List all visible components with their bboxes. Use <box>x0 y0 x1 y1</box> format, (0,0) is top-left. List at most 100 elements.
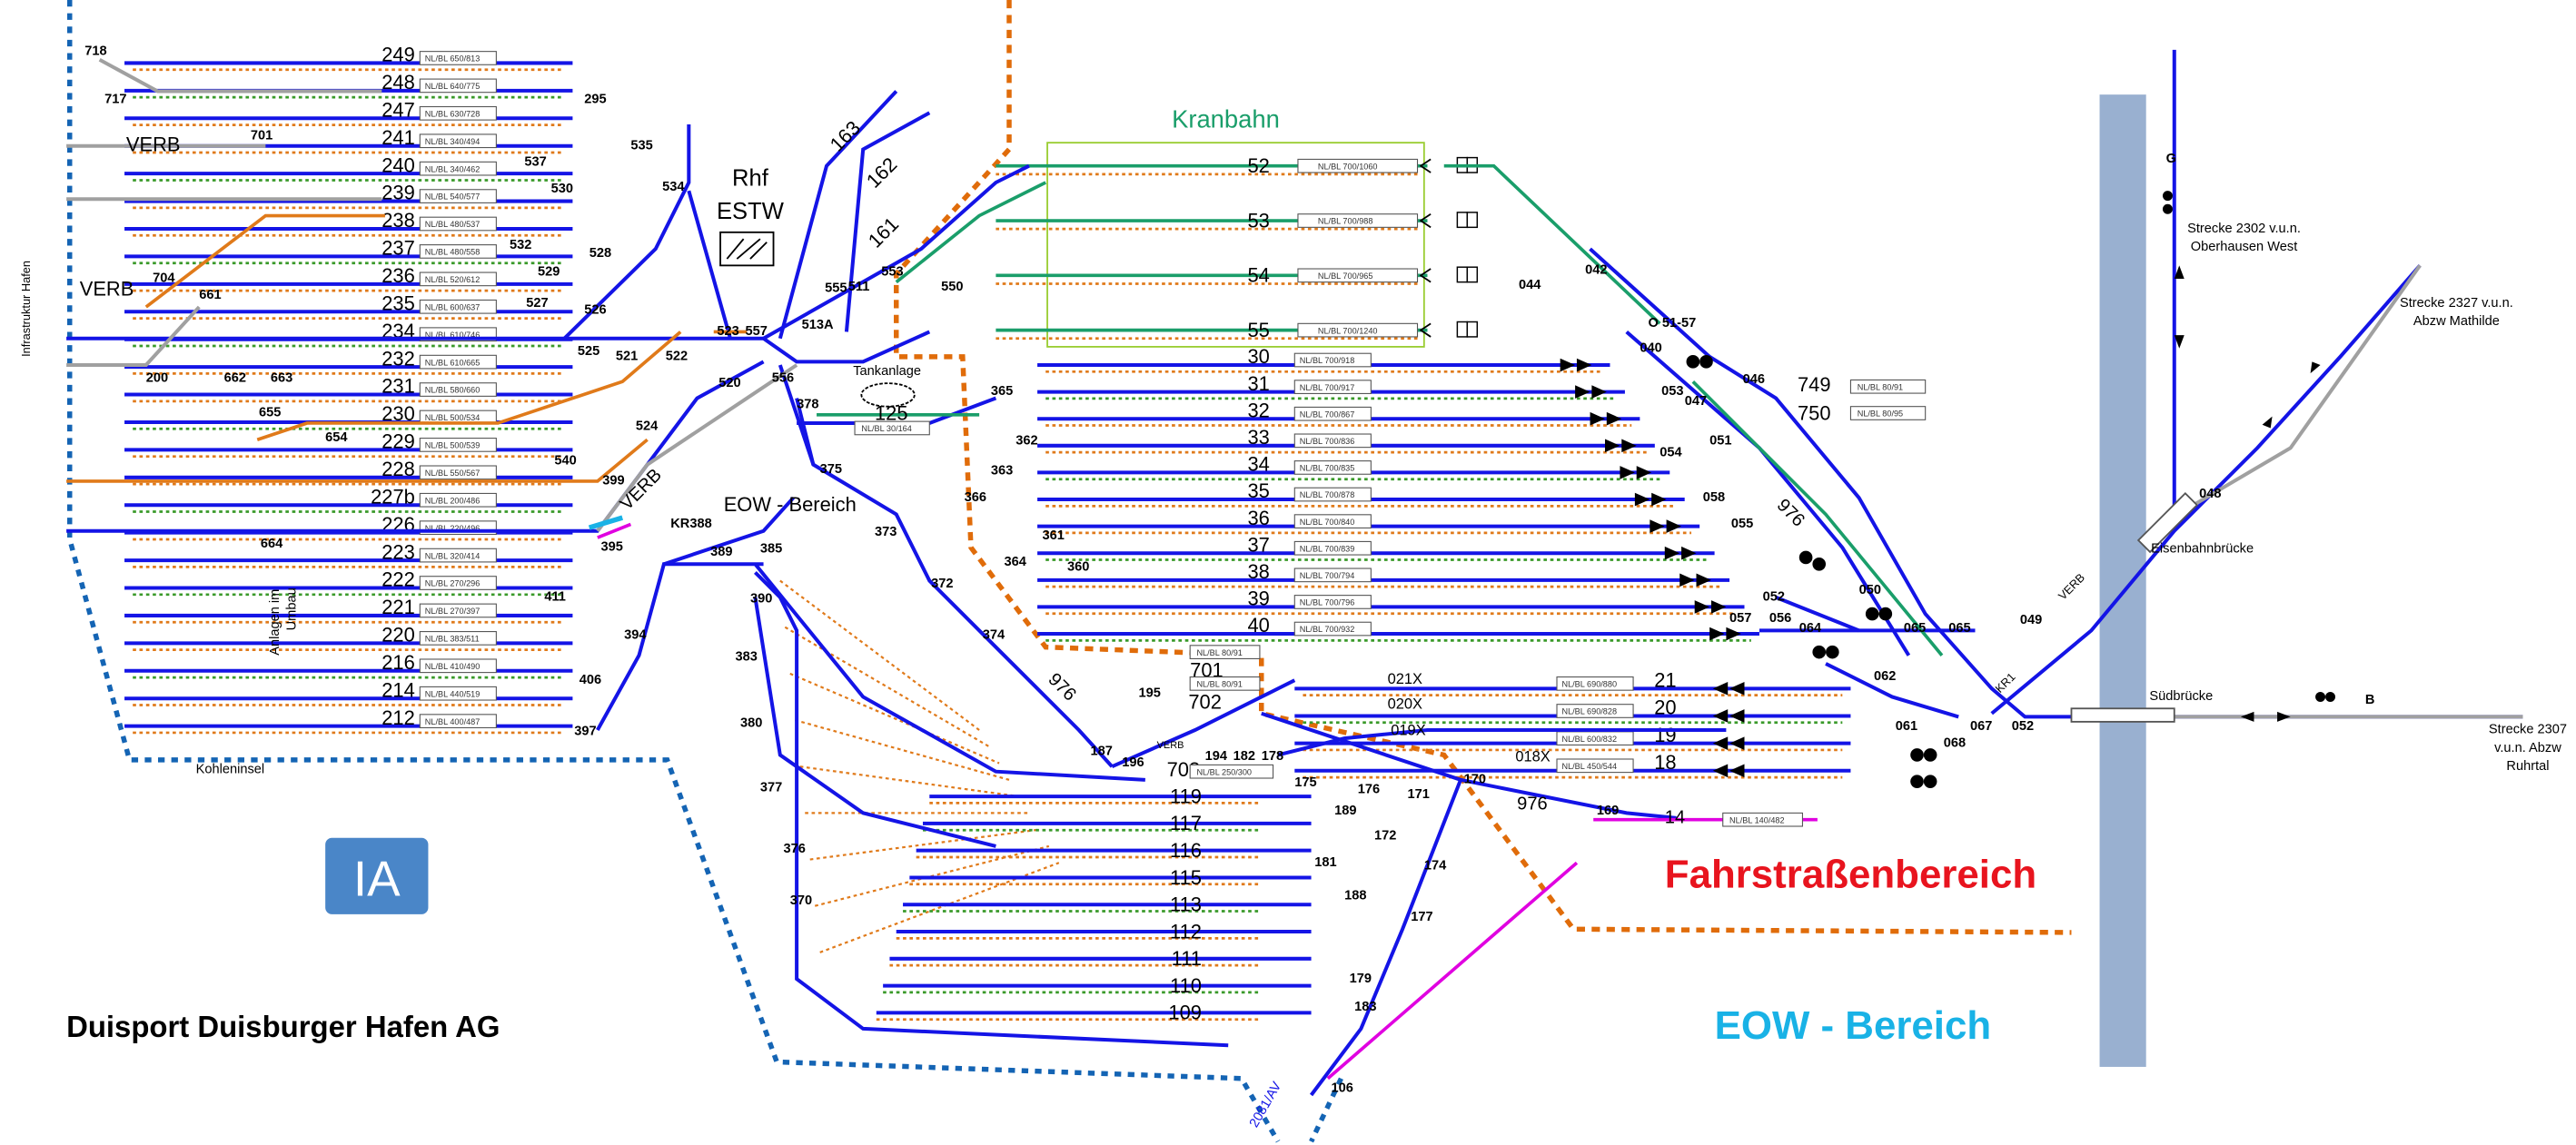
track-125: 125 <box>875 401 908 424</box>
switch-364: 364 <box>1005 555 1027 569</box>
switch-049: 049 <box>2020 613 2042 627</box>
switch-169: 169 <box>1597 804 1619 818</box>
lowerright-track-box: NL/BL 600/832 <box>1561 735 1617 744</box>
left-track-box: NL/BL 320/414 <box>425 551 481 560</box>
cyan-track <box>588 515 624 530</box>
left-track-box: NL/BL 340/462 <box>425 164 481 173</box>
left-track-box: NL/BL 550/567 <box>425 469 481 478</box>
switch-532: 532 <box>510 238 531 252</box>
switch-046: 046 <box>1743 372 1765 387</box>
switch-555: 555 <box>825 281 847 296</box>
switch-363: 363 <box>991 464 1013 479</box>
infrastruktur-label: Infrastruktur Hafen <box>19 261 33 357</box>
center-track-number: 37 <box>1248 533 1270 556</box>
left-track-223: 223 NL/BL 320/414 <box>124 540 573 568</box>
company-name: Duisport Duisburger Hafen AG <box>66 1010 500 1043</box>
left-track-number: 247 <box>381 98 415 121</box>
switch-399: 399 <box>602 474 624 489</box>
center-track-box: NL/BL 700/932 <box>1300 625 1355 634</box>
track-163: 163 <box>826 116 866 156</box>
left-track-number: 222 <box>381 568 415 591</box>
center-track-number: 34 <box>1248 453 1270 476</box>
lower-track-number: 113 <box>1170 893 1202 916</box>
switch-195: 195 <box>1139 686 1161 700</box>
switch-537: 537 <box>524 155 546 170</box>
switch-062: 062 <box>1874 669 1896 684</box>
switch-376: 376 <box>783 842 805 856</box>
center-track-number: 32 <box>1248 399 1270 421</box>
switch-048: 048 <box>2199 487 2221 501</box>
switch-054: 054 <box>1660 446 1682 460</box>
switch-178: 178 <box>1262 749 1283 764</box>
fahrstrassen-boundary-line <box>894 0 2072 935</box>
lower-track-112: 112 <box>896 920 1312 943</box>
switch-176: 176 <box>1358 782 1380 796</box>
switch-704: 704 <box>153 271 175 286</box>
track-018x: 018X <box>1515 749 1550 765</box>
switch-535: 535 <box>630 138 652 153</box>
left-track-box: NL/BL 610/746 <box>425 331 481 340</box>
center-track-number: 39 <box>1248 587 1270 610</box>
eow-label-large: EOW - Bereich <box>1715 1003 1992 1048</box>
center-track-box: NL/BL 700/836 <box>1300 437 1355 446</box>
track-162: 162 <box>862 153 902 192</box>
box-749: NL/BL 80/91 <box>1858 382 1903 391</box>
kohleninsel-label: Kohleninsel <box>196 763 265 777</box>
switch-172: 172 <box>1374 829 1396 844</box>
center-track-number: 33 <box>1248 426 1270 449</box>
switch-527: 527 <box>526 296 548 311</box>
switch-701: 701 <box>251 128 272 143</box>
switch-o51-57: O 51-57 <box>1649 316 1697 331</box>
left-track-number: 223 <box>381 540 415 563</box>
left-track-number: 228 <box>381 458 415 480</box>
center-track-box: NL/BL 700/867 <box>1300 410 1355 419</box>
lower-track-number: 110 <box>1170 974 1202 997</box>
switch-380: 380 <box>740 716 762 730</box>
left-track-box: NL/BL 480/558 <box>425 248 481 257</box>
track-161: 161 <box>864 212 904 252</box>
box-702: NL/BL 80/91 <box>1196 680 1242 689</box>
switch-663: 663 <box>271 370 292 385</box>
lowerright-track-number: 19 <box>1654 724 1676 746</box>
switch-661: 661 <box>199 288 221 302</box>
track-14: 14 <box>1665 807 1685 827</box>
kranbahn-label: Kranbahn <box>1172 105 1280 133</box>
center-track-number: 30 <box>1248 345 1270 368</box>
switch-528: 528 <box>590 246 611 261</box>
left-track-box: NL/BL 383/511 <box>425 635 480 644</box>
center-track-box: NL/BL 700/917 <box>1300 383 1355 392</box>
kranbahn-track-number: 53 <box>1248 209 1270 232</box>
suedbruecke-label: Südbrücke <box>2149 689 2213 704</box>
left-track-number: 236 <box>381 264 415 287</box>
center-track-box: NL/BL 700/796 <box>1300 598 1355 607</box>
switch-053: 053 <box>1661 384 1683 399</box>
box-703: NL/BL 250/300 <box>1196 767 1252 776</box>
left-track-number: 238 <box>381 209 415 232</box>
center-track-number: 35 <box>1248 479 1270 502</box>
left-track-box: NL/BL 540/577 <box>425 192 481 202</box>
switch-042: 042 <box>1585 263 1607 278</box>
lowerright-track-number: 21 <box>1654 669 1676 692</box>
tank-icon <box>860 382 916 408</box>
switch-106: 106 <box>1331 1081 1352 1095</box>
left-track-box: NL/BL 220/496 <box>425 524 481 533</box>
left-track-number: 248 <box>381 71 415 94</box>
left-track-box: NL/BL 630/728 <box>425 109 481 118</box>
lower-track-117: 117 <box>922 812 1312 834</box>
ia-logo-text: IA <box>353 851 401 907</box>
left-yard-sidings <box>779 579 1060 953</box>
